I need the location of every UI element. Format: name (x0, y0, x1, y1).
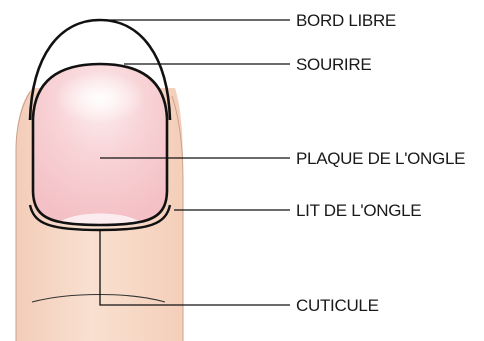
label-nail-plate: PLAQUE DE L'ONGLE (296, 149, 465, 168)
label-cuticle: CUTICULE (296, 296, 379, 315)
label-free-edge: BORD LIBRE (296, 11, 396, 30)
nail-highlight (54, 72, 146, 124)
label-nail-bed: LIT DE L'ONGLE (296, 201, 421, 220)
label-smile-line: SOURIRE (296, 55, 371, 74)
